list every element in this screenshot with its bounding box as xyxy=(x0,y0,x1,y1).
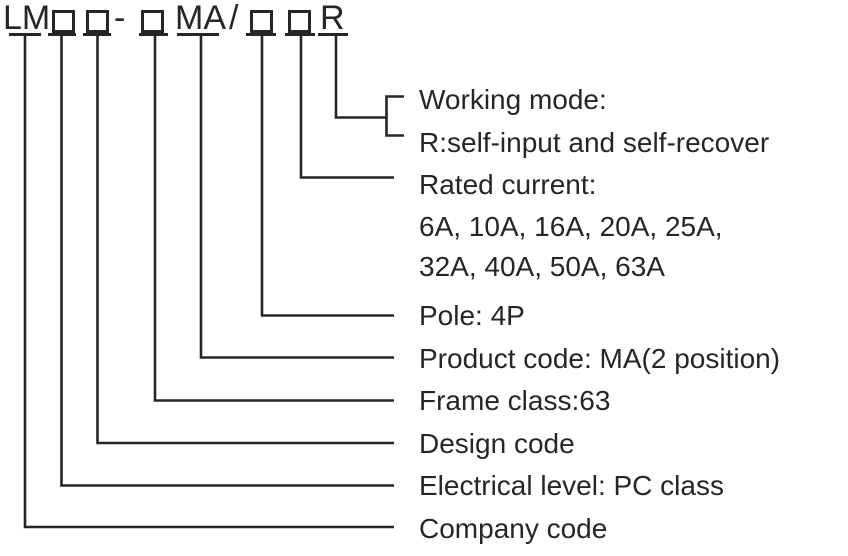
model-code-row: LM - MA / R xyxy=(0,0,848,40)
placeholder-box-frame-class xyxy=(141,10,164,33)
connector-company-code xyxy=(23,33,394,529)
label-rated-current-values-2: 32A, 40A, 50A, 63A xyxy=(419,251,665,282)
connector-pole xyxy=(260,33,394,317)
code-segment-lm: LM xyxy=(3,0,51,37)
label-rated-current-title: Rated current: xyxy=(419,169,605,200)
label-working-mode-desc: R:self-input and self-recover xyxy=(419,127,770,158)
code-segment-slash: / xyxy=(229,0,239,37)
label-product-code: Product code: MA(2 position) xyxy=(419,343,781,374)
label-frame-class: Frame class:63 xyxy=(419,385,611,416)
connector-rated-current xyxy=(299,33,394,179)
connector-frame-class xyxy=(153,33,394,402)
placeholder-box-rated-current xyxy=(288,10,311,33)
label-company-code: Company code xyxy=(419,513,608,544)
label-design-code: Design code xyxy=(419,428,575,459)
connector-design-code xyxy=(96,33,394,445)
connector-electrical-level xyxy=(60,33,394,487)
connector-product-code xyxy=(199,33,394,359)
placeholder-box-electrical-level xyxy=(52,10,75,33)
label-rated-current-values-1: 6A, 10A, 16A, 20A, 25A, xyxy=(419,211,731,242)
placeholder-box-design-code xyxy=(86,10,109,33)
label-working-mode-title: Working mode: xyxy=(419,84,607,115)
code-segment-ma: MA xyxy=(175,0,226,37)
code-segment-dash: - xyxy=(114,0,126,37)
placeholder-box-pole xyxy=(250,10,273,33)
label-electrical-level: Electrical level: PC class xyxy=(419,470,724,501)
label-pole: Pole: 4P xyxy=(419,300,525,331)
working-mode-bracket xyxy=(385,95,404,137)
code-segment-r: R xyxy=(320,0,345,37)
connector-working-mode xyxy=(334,33,387,119)
